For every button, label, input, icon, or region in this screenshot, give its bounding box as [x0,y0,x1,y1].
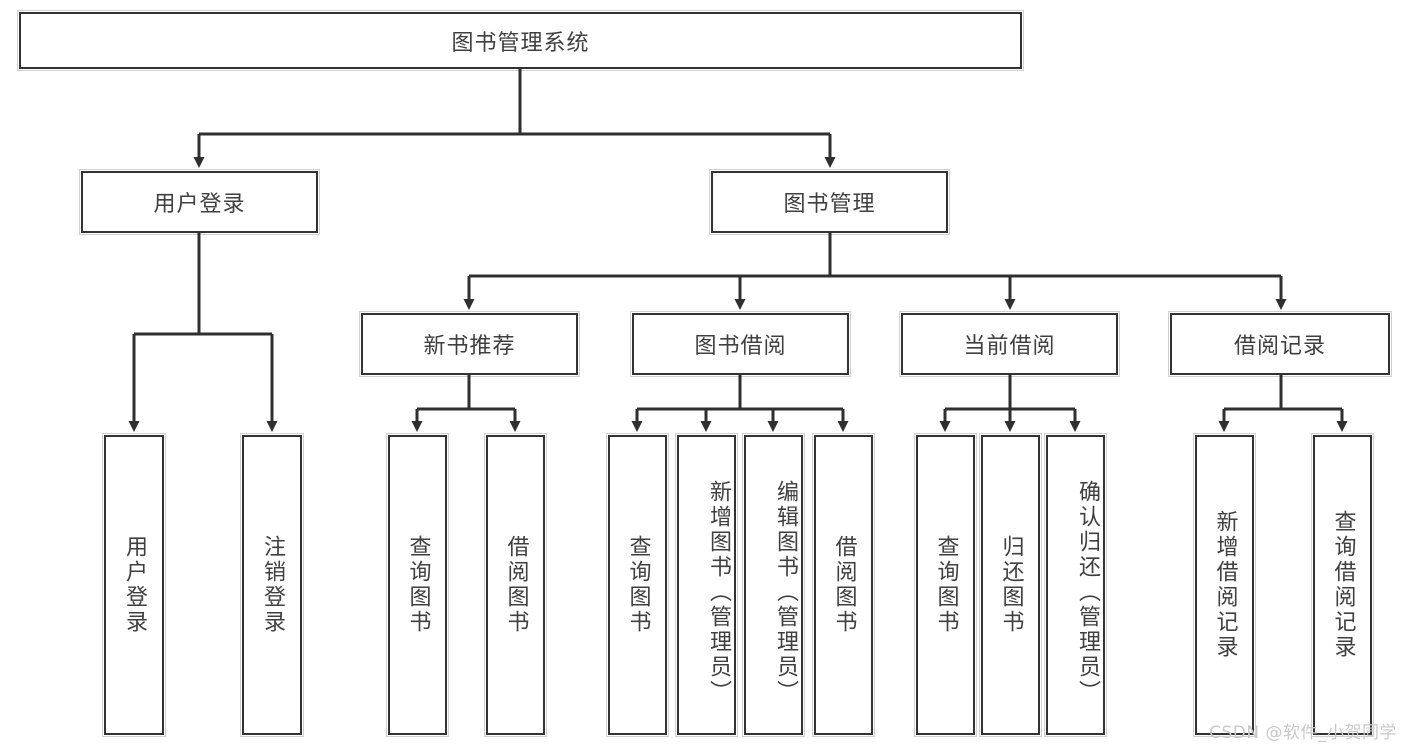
watermark: CSDN @软件_小贺同学 [1209,723,1397,743]
leaf-book-borrow-add[interactable]: 新增图书（管理员） [675,433,738,737]
node-new-book-recommend-label: 新书推荐 [423,334,516,359]
leaf-current-borrow-return[interactable]: 归还图书 [979,433,1042,737]
leaf-current-borrow-query[interactable]: 查询图书 [914,433,977,737]
node-user-login-label: 用户登录 [153,192,246,217]
node-root-label: 图书管理系统 [451,30,590,56]
leaf-label: 归还图书 [998,535,1024,635]
node-borrow-record-label: 借阅记录 [1233,334,1326,359]
leaf-label: 新增借阅记录 [1212,510,1238,660]
leaf-label: 借阅图书 [831,535,857,635]
node-book-manage[interactable]: 图书管理 [709,169,950,235]
leaf-label: 查询图书 [933,535,959,635]
leaf-label: 编辑图书（管理员） [773,479,798,705]
leaf-new-book-borrow[interactable]: 借阅图书 [484,433,547,737]
node-user-login[interactable]: 用户登录 [79,169,320,235]
node-book-borrow-label: 图书借阅 [694,334,787,359]
node-book-borrow[interactable]: 图书借阅 [630,311,851,377]
node-new-book-recommend[interactable]: 新书推荐 [359,311,580,377]
leaf-book-borrow-edit[interactable]: 编辑图书（管理员） [742,433,805,737]
node-current-borrow-label: 当前借阅 [963,334,1056,359]
leaf-label: 新增图书（管理员） [706,479,731,705]
leaf-new-book-query[interactable]: 查询图书 [386,433,449,737]
leaf-label: 查询图书 [625,535,651,635]
leaf-label: 用户登录 [122,535,147,635]
leaf-label: 注销登录 [260,535,285,635]
leaf-current-borrow-confirm-return[interactable]: 确认归还（管理员） [1044,433,1107,737]
leaf-borrow-record-query[interactable]: 查询借阅记录 [1311,433,1374,737]
leaf-label: 借阅图书 [503,535,529,635]
leaf-user-login-logout[interactable]: 注销登录 [240,433,304,737]
leaf-label: 查询借阅记录 [1330,510,1356,660]
leaf-borrow-record-add[interactable]: 新增借阅记录 [1193,433,1256,737]
node-root[interactable]: 图书管理系统 [17,10,1024,71]
node-borrow-record[interactable]: 借阅记录 [1168,311,1392,377]
leaf-book-borrow-borrow[interactable]: 借阅图书 [812,433,875,737]
leaf-user-login-login[interactable]: 用户登录 [102,433,166,737]
node-current-borrow[interactable]: 当前借阅 [899,311,1120,377]
leaf-label: 查询图书 [405,535,431,635]
leaf-book-borrow-query[interactable]: 查询图书 [606,433,669,737]
node-book-manage-label: 图书管理 [783,192,876,217]
leaf-label: 确认归还（管理员） [1075,479,1100,705]
